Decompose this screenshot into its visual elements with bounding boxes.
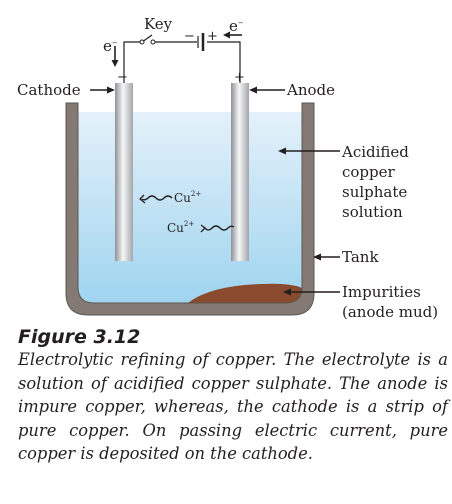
figure-title: Figure 3.12 bbox=[18, 326, 141, 348]
solution-label-line-3: sulphate bbox=[342, 183, 407, 201]
solution-label-line-1: Acidified bbox=[341, 143, 409, 161]
anode-label: Anode bbox=[286, 81, 335, 99]
battery-minus-label: − bbox=[184, 29, 195, 44]
key-switch bbox=[139, 34, 156, 45]
electron-label-left: e− bbox=[103, 37, 118, 55]
impurities-label-line-2: (anode mud) bbox=[342, 303, 438, 321]
electrolytic-refining-diagram: Key e− e− − + − + Cathode Anode Acidifie… bbox=[17, 15, 438, 321]
anode-electrode bbox=[231, 83, 249, 261]
figure-description: Electrolytic refining of copper. The ele… bbox=[18, 350, 448, 463]
tank-label: Tank bbox=[342, 248, 379, 266]
solution bbox=[78, 112, 302, 303]
tank bbox=[65, 102, 315, 316]
battery-plus-label: + bbox=[207, 29, 218, 44]
circuit-wire bbox=[123, 41, 241, 83]
figure-caption: Figure 3.12 Electrolytic refining of cop… bbox=[18, 326, 448, 466]
solution-label-line-2: copper bbox=[342, 163, 396, 181]
cu-ion-label-anode: Cu2+ bbox=[167, 220, 194, 235]
cu-ion-arrow-anode bbox=[200, 224, 235, 233]
cathode-sign: − bbox=[117, 70, 128, 85]
solution-label-line-4: solution bbox=[342, 203, 403, 221]
cathode-electrode bbox=[115, 83, 133, 261]
cu-ion-label-cathode: Cu2+ bbox=[174, 190, 201, 205]
cathode-label: Cathode bbox=[17, 81, 81, 99]
impurities-label-line-1: Impurities bbox=[342, 283, 421, 301]
electron-label-right: e− bbox=[229, 17, 244, 35]
anode-sign: + bbox=[234, 70, 245, 85]
cu-ion-arrow-cathode bbox=[139, 194, 173, 204]
arrows bbox=[90, 31, 340, 296]
anode-mud bbox=[188, 283, 302, 303]
key-label: Key bbox=[144, 15, 173, 33]
battery bbox=[197, 33, 205, 51]
